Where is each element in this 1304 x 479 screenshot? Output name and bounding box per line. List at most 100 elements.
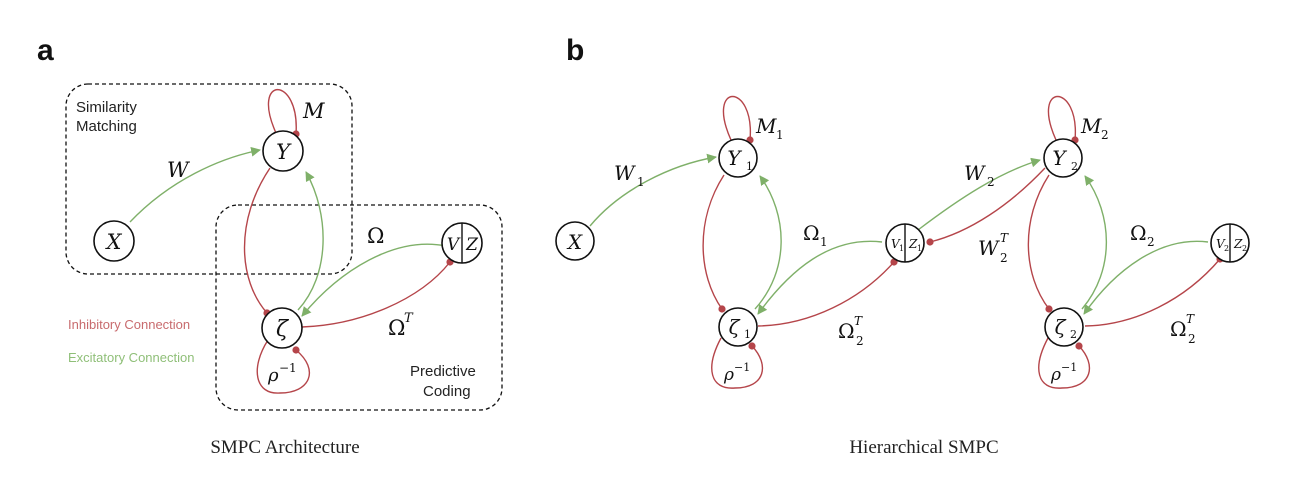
b-node-z2-sub: 2 <box>1242 244 1247 253</box>
a-edge-rho-loop <box>256 339 311 394</box>
b-edge-rho2-loop <box>1038 337 1090 389</box>
a-node-x-label: X <box>105 230 123 254</box>
panel-label-a: a <box>37 34 54 67</box>
b-edge-y2-zeta2-inh <box>1027 174 1050 310</box>
caption-b: Hierarchical SMPC <box>849 437 998 458</box>
b-node-y1-sub: 1 <box>746 160 753 173</box>
b-label-rho1-exp: −1 <box>734 361 750 374</box>
b-label-omega2t-2-sub: 2 <box>1188 332 1196 346</box>
a-edge-omega <box>301 243 447 317</box>
b-dot-rho1 <box>748 342 756 350</box>
coding-label: Coding <box>423 383 471 400</box>
b-label-omega2: Ω <box>1130 221 1147 245</box>
b-label-rho2: ρ <box>1050 365 1061 385</box>
a-node-x <box>93 220 135 262</box>
b-dot-zeta1 <box>718 305 726 313</box>
b-node-y2 <box>1043 138 1083 178</box>
b-label-w2t-sup: T <box>1000 231 1009 245</box>
b-label-omega1: Ω <box>803 221 820 245</box>
b-node-zeta1-sub: 1 <box>744 328 751 341</box>
legend-excitatory: Excitatory Connection <box>68 350 194 365</box>
b-label-omega2t-1-sup: T <box>854 314 863 328</box>
b-dot-rho2 <box>1075 342 1083 350</box>
similarity-matching-box <box>65 83 353 275</box>
b-label-omega2-sub: 2 <box>1147 235 1155 249</box>
a-edge-w <box>129 146 261 223</box>
b-node-x <box>555 221 595 261</box>
a-edge-y-zeta-inh <box>243 167 271 314</box>
b-node-z1-label: Z <box>908 237 918 251</box>
b-edge-w2-t <box>929 167 1046 243</box>
b-edge-zeta2-y2-exc <box>1081 175 1107 310</box>
b-node-z2-label: Z <box>1233 237 1243 251</box>
b-node-y2-label: Y <box>1052 146 1067 170</box>
b-label-w2: W <box>964 161 986 185</box>
b-node-v2-sub: 2 <box>1224 244 1229 253</box>
caption-a: SMPC Architecture <box>210 437 359 458</box>
a-node-v-label: V <box>447 235 461 255</box>
b-edge-y1-zeta1-inh <box>702 174 725 310</box>
a-label-rho-exp: −1 <box>279 361 297 375</box>
b-label-m1: M <box>755 114 777 138</box>
b-label-omega2t-1: Ω <box>838 319 855 343</box>
a-node-y <box>262 130 304 172</box>
a-edge-omega-t <box>301 261 451 328</box>
b-edge-m1-loop <box>722 95 751 141</box>
b-edge-omega2-t-1 <box>757 261 895 327</box>
similarity-label: Similarity <box>76 99 137 116</box>
b-label-rho1: ρ <box>723 365 734 385</box>
predictive-label: Predictive <box>410 363 476 380</box>
b-label-omega2t-2-sup: T <box>1186 312 1195 326</box>
a-label-omega-t: Ω <box>388 316 405 340</box>
a-label-w: W <box>167 158 191 182</box>
b-label-omega2t-1-sub: 2 <box>856 334 864 348</box>
b-label-omega1-sub: 1 <box>820 235 828 249</box>
legend-inhibitory: Inhibitory Connection <box>68 317 190 332</box>
a-dot-rho <box>292 346 300 354</box>
b-edge-m2-loop <box>1047 95 1076 141</box>
a-label-rho: ρ <box>267 365 279 386</box>
b-label-w1-sub: 1 <box>637 175 645 189</box>
a-label-m: M <box>302 99 325 123</box>
b-edge-rho1-loop <box>711 337 763 389</box>
b-node-zeta1-label: ζ <box>729 315 741 339</box>
a-node-zeta <box>261 307 303 349</box>
b-label-m2: M <box>1080 114 1102 138</box>
b-node-y1-label: Y <box>727 146 742 170</box>
b-edge-zeta1-y1-exc <box>754 175 782 310</box>
b-node-zeta1 <box>718 307 758 347</box>
matching-label: Matching <box>76 118 137 135</box>
b-node-zeta2-sub: 2 <box>1070 328 1077 341</box>
b-label-omega2t-2: Ω <box>1170 317 1187 341</box>
a-node-zeta-label: ζ <box>276 317 290 342</box>
b-edge-omega1 <box>757 240 883 315</box>
b-dot-w2-t <box>926 238 934 246</box>
predictive-coding-box <box>215 204 503 411</box>
b-node-y2-sub: 2 <box>1071 160 1078 173</box>
a-label-omega: Ω <box>367 224 384 248</box>
b-label-w1: W <box>614 161 636 185</box>
b-label-w2-sub: 2 <box>987 175 995 189</box>
b-label-rho2-exp: −1 <box>1061 361 1077 374</box>
a-label-omega-t-sup: T <box>404 311 414 326</box>
b-edge-omega2-t-2 <box>1084 258 1221 327</box>
a-edge-zeta-y-exc <box>297 171 324 311</box>
panel-label-b: b <box>566 34 584 67</box>
a-node-z-label: Z <box>465 235 479 255</box>
b-node-zeta2 <box>1044 307 1084 347</box>
b-edge-omega2 <box>1083 240 1209 315</box>
a-node-y-label: Y <box>276 140 292 164</box>
b-node-v1-label: V <box>891 237 901 251</box>
a-edge-m-loop <box>267 88 297 135</box>
b-node-z1-sub: 1 <box>917 244 922 253</box>
b-dot-zeta2 <box>1045 305 1053 313</box>
b-label-m2-sub: 2 <box>1101 128 1109 142</box>
b-edge-w2 <box>917 157 1041 231</box>
b-node-v1-sub: 1 <box>899 244 904 253</box>
b-node-x-label: X <box>566 230 583 254</box>
b-node-v2-label: V <box>1216 237 1226 251</box>
b-node-zeta2-label: ζ <box>1055 315 1067 339</box>
b-label-w2t: W <box>978 236 1000 260</box>
b-edge-w1 <box>589 153 717 227</box>
